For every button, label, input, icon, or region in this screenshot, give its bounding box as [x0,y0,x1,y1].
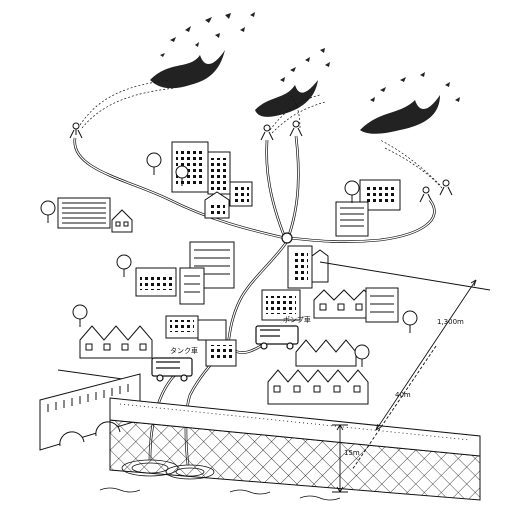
fire-smoke-icon [255,48,330,117]
building-icon [335,179,401,237]
tree-icon [40,152,418,367]
bridge [39,373,141,451]
hose-junction [281,232,293,244]
building-icon [57,197,133,233]
firefighter-icon [289,120,303,137]
embankment-top [109,397,481,457]
tank-truck-label: タンク車 [170,347,198,355]
fire-truck-icon [151,357,193,382]
building-icon [135,241,235,305]
house-icon [267,339,369,405]
firefighter-icon [419,186,433,203]
fire-truck-icon [255,325,299,350]
building-icon [313,287,399,323]
firefighter-icon [439,179,453,196]
distance-40-label: 40m [395,391,411,399]
water-surface [99,459,341,501]
firefighter-icon [69,122,83,139]
road-outline [57,261,491,381]
water-spray [79,79,443,189]
height-15-label: 15m [344,449,360,457]
firefighter-icon [260,124,274,141]
dimension-lines [332,279,477,493]
building-icon [165,315,237,367]
distance-1300-label: 1,300m [437,318,464,326]
fire-smoke-icon [360,72,460,134]
house-icon [79,325,153,359]
pump-truck-label: ポンプ車 [283,316,311,324]
fire-smoke-icon [150,12,255,89]
building-icon [287,245,329,289]
building-icon [261,289,301,321]
